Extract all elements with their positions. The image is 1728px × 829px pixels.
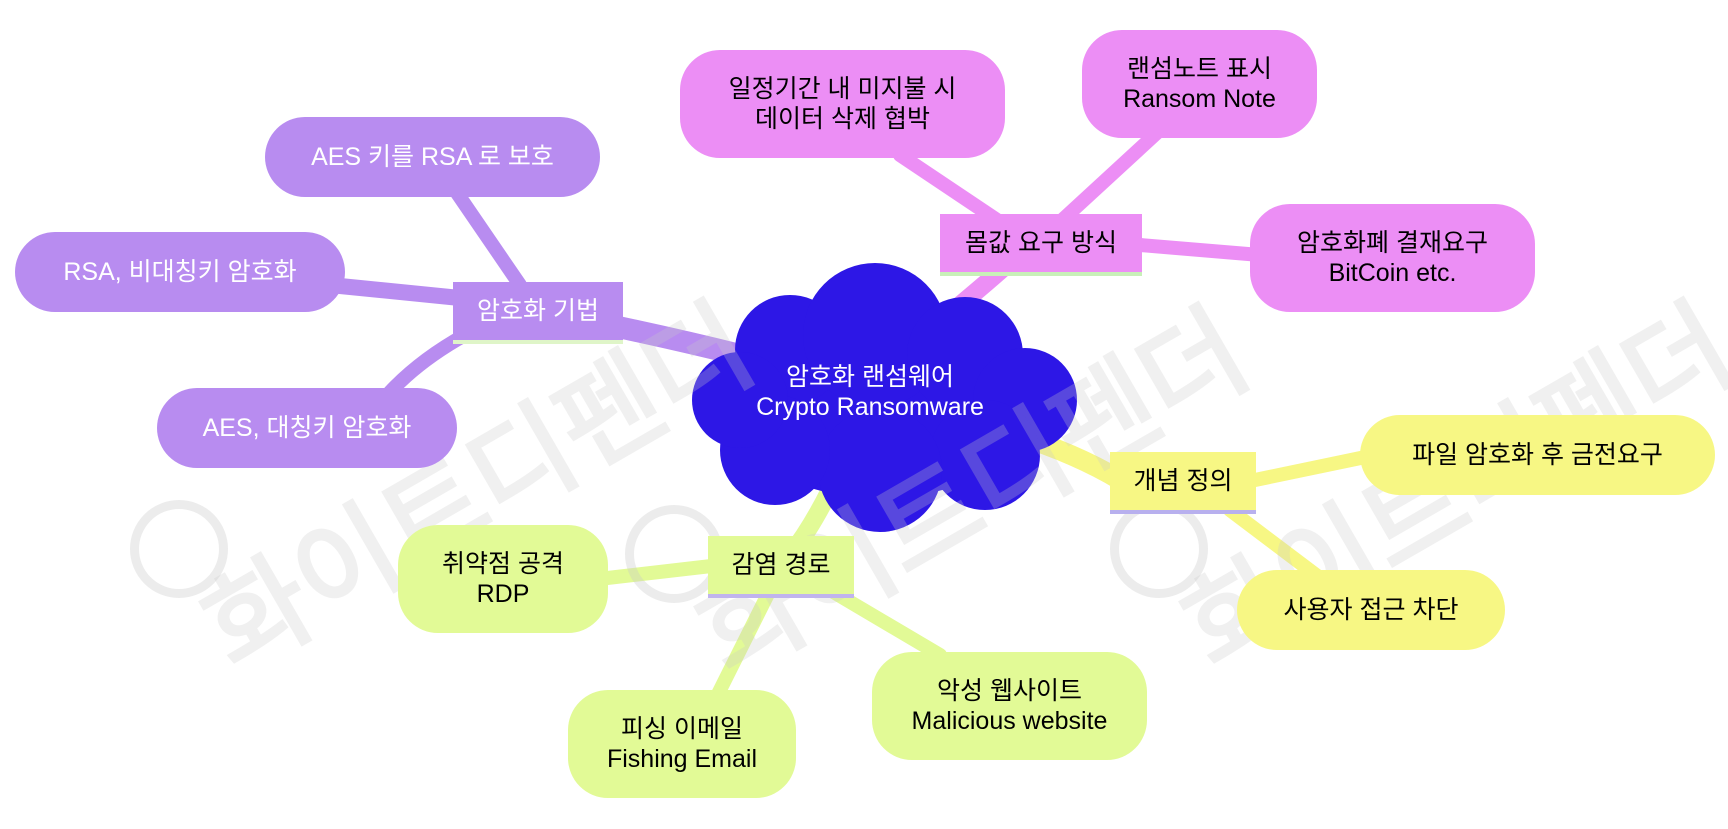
- root-line: 암호화 랜섬웨어: [786, 363, 954, 391]
- connector-inf-web: [823, 583, 947, 662]
- connector-def-access: [1223, 503, 1327, 585]
- connector-ransom-threat: [893, 148, 1007, 229]
- branch-label: 개념 정의: [1133, 467, 1233, 495]
- leaf-crypto-payment: 암호화폐 결재요구 BitCoin etc.: [1250, 204, 1535, 312]
- leaf-aes-symmetric: AES, 대칭키 암호화: [157, 388, 457, 468]
- leaf-access-block: 사용자 접근 차단: [1237, 570, 1505, 650]
- branch-crypto-technique: 암호화 기법: [453, 282, 623, 344]
- leaf-line: 악성 웹사이트: [937, 677, 1082, 705]
- branch-label: 암호화 기법: [477, 297, 599, 325]
- leaf-aes-rsa: AES 키를 RSA 로 보호: [265, 117, 600, 197]
- leaf-line: 취약점 공격: [442, 550, 564, 578]
- leaf-line: RSA, 비대칭키 암호화: [63, 258, 297, 286]
- leaf-ransom-note: 랜섬노트 표시 Ransom Note: [1082, 30, 1317, 138]
- leaf-phishing-email: 피싱 이메일 Fishing Email: [568, 690, 796, 798]
- leaf-delete-threat: 일정기간 내 미지불 시 데이터 삭제 협박: [680, 50, 1005, 158]
- branch-label: 감염 경로: [731, 551, 831, 579]
- connector-inf-rdp: [583, 558, 727, 587]
- leaf-vuln-rdp: 취약점 공격 RDP: [398, 525, 608, 633]
- leaf-line: 사용자 접근 차단: [1283, 596, 1459, 624]
- leaf-line: 랜섬노트 표시: [1127, 55, 1272, 83]
- branch-label: 몸값 요구 방식: [965, 229, 1117, 257]
- leaf-line: AES, 대칭키 암호화: [202, 414, 412, 442]
- leaf-line: RDP: [476, 580, 530, 608]
- connector-def-file: [1248, 448, 1382, 487]
- leaf-line: 파일 암호화 후 금전요구: [1412, 441, 1663, 469]
- leaf-malicious-website: 악성 웹사이트 Malicious website: [872, 652, 1147, 760]
- connector-crypto-rsa: [322, 277, 468, 306]
- leaf-rsa-asymmetric: RSA, 비대칭키 암호화: [15, 232, 345, 312]
- leaf-line: BitCoin etc.: [1328, 259, 1457, 287]
- branch-ransom-demand: 몸값 요구 방식: [940, 214, 1142, 276]
- connector-inf-phish: [708, 583, 777, 707]
- root-node: 암호화 랜섬웨어 Crypto Ransomware: [740, 352, 1000, 432]
- leaf-line: Malicious website: [911, 707, 1108, 735]
- leaf-line: Fishing Email: [606, 745, 758, 773]
- leaf-line: 암호화폐 결재요구: [1297, 229, 1488, 257]
- leaf-line: AES 키를 RSA 로 보호: [311, 143, 554, 171]
- leaf-file-encrypt: 파일 암호화 후 금전요구: [1360, 415, 1715, 495]
- connector-ransom-crypto: [1133, 238, 1267, 262]
- leaf-line: 데이터 삭제 협박: [755, 105, 930, 133]
- root-line: Crypto Ransomware: [756, 393, 984, 421]
- branch-infection: 감염 경로: [708, 536, 854, 598]
- connector-ransom-note: [1053, 123, 1167, 229]
- leaf-line: 일정기간 내 미지불 시: [728, 75, 957, 103]
- root-cloud-shape: [692, 263, 1077, 532]
- leaf-line: Ransom Note: [1123, 85, 1276, 113]
- branch-definition: 개념 정의: [1110, 452, 1256, 514]
- connector-crypto-aes-rsa: [448, 183, 527, 292]
- leaf-line: 피싱 이메일: [621, 715, 743, 743]
